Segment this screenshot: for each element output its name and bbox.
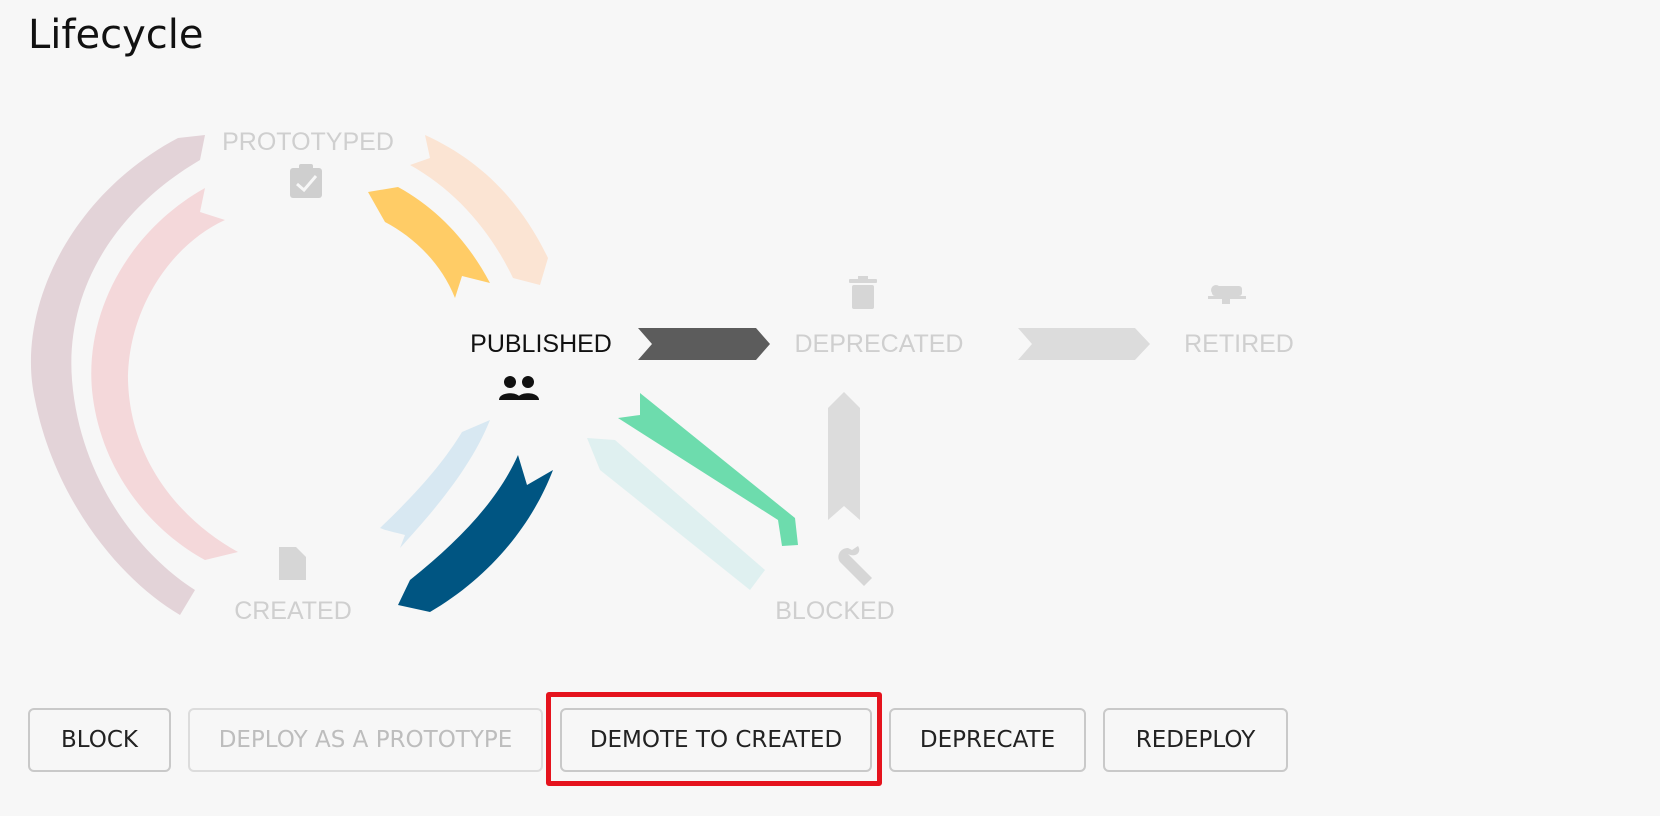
wrench-icon xyxy=(838,546,872,586)
state-prototyped-label: PROTOTYPED xyxy=(222,128,394,156)
state-created-label: CREATED xyxy=(234,597,352,625)
redeploy-button[interactable]: REDEPLOY xyxy=(1103,708,1288,772)
arrow-blocked-to-published-faded xyxy=(587,438,765,590)
state-blocked-label: BLOCKED xyxy=(775,597,894,625)
lifecycle-diagram: PROTOTYPED PUBLISHED DEPRECATED RETIRED … xyxy=(30,128,1294,625)
arrow-prototyped-to-created-inner xyxy=(91,188,239,560)
arrow-published-to-prototyped xyxy=(368,187,490,298)
page-title: Lifecycle xyxy=(28,12,204,58)
people-icon xyxy=(499,376,539,400)
arrow-published-to-created xyxy=(398,455,553,612)
arrow-published-to-blocked xyxy=(618,393,798,546)
arrow-created-to-published-faded xyxy=(380,420,490,548)
clipboard-check-icon xyxy=(290,164,322,198)
arrow-created-to-prototyped-outer xyxy=(30,135,205,615)
arrow-prototyped-to-published-faded xyxy=(410,135,548,285)
state-retired-label: RETIRED xyxy=(1184,330,1294,358)
document-icon xyxy=(279,547,306,580)
deploy-as-prototype-button[interactable]: DEPLOY AS A PROTOTYPE xyxy=(188,708,543,772)
arrow-deprecated-to-retired-faded xyxy=(1018,328,1150,360)
demote-to-created-button[interactable]: DEMOTE TO CREATED xyxy=(560,708,872,772)
deprecate-button[interactable]: DEPRECATE xyxy=(889,708,1086,772)
state-published-label: PUBLISHED xyxy=(470,330,612,358)
trash-icon xyxy=(849,276,877,309)
action-button-row: BLOCK DEPLOY AS A PROTOTYPE DEMOTE TO CR… xyxy=(28,708,1288,772)
block-button[interactable]: BLOCK xyxy=(28,708,171,772)
arrow-published-to-deprecated xyxy=(638,328,770,360)
bed-icon xyxy=(1208,285,1246,304)
state-deprecated-label: DEPRECATED xyxy=(794,330,963,358)
arrow-blocked-to-deprecated-faded xyxy=(828,392,860,520)
highlight-box xyxy=(546,692,882,786)
